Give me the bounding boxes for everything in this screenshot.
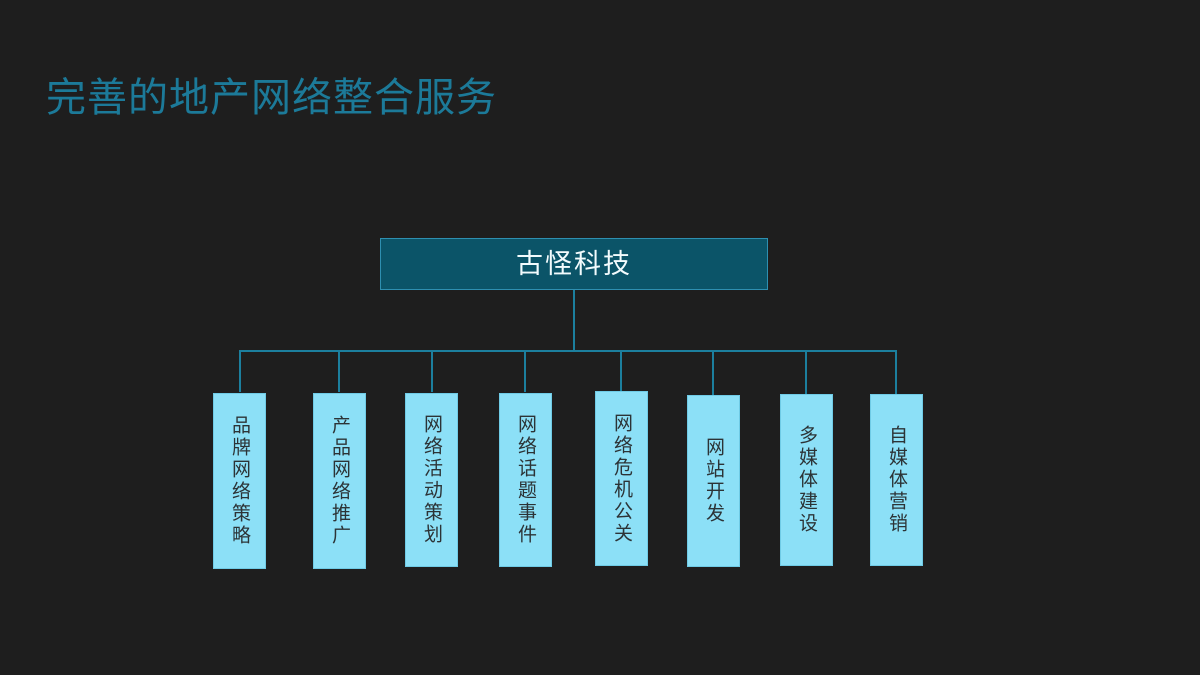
org-leaf-label: 网络危机公关 bbox=[611, 412, 633, 545]
org-leaf-node[interactable]: 自媒体营销 bbox=[870, 394, 923, 566]
org-leaf-label: 网络话题事件 bbox=[515, 414, 537, 546]
org-leaf-label: 产品网络推广 bbox=[329, 415, 351, 547]
org-leaf-node[interactable]: 网络危机公关 bbox=[595, 391, 648, 566]
connector-root-trunk bbox=[573, 290, 575, 351]
connector-drop-3 bbox=[431, 350, 433, 392]
connector-drop-1 bbox=[239, 350, 241, 392]
page-title: 完善的地产网络整合服务 bbox=[46, 76, 497, 120]
connector-drop-7 bbox=[805, 350, 807, 394]
org-leaf-label: 品牌网络策略 bbox=[229, 415, 251, 547]
org-leaf-label: 多媒体建设 bbox=[796, 425, 818, 535]
org-leaf-node[interactable]: 网站开发 bbox=[687, 395, 740, 567]
org-leaf-node[interactable]: 多媒体建设 bbox=[780, 394, 833, 566]
org-root-label: 古怪科技 bbox=[516, 248, 632, 279]
org-leaf-label: 网站开发 bbox=[703, 437, 725, 525]
org-leaf-node[interactable]: 网络活动策划 bbox=[405, 393, 458, 567]
org-root-node[interactable]: 古怪科技 bbox=[380, 238, 768, 290]
connector-drop-4 bbox=[524, 350, 526, 392]
connector-drop-2 bbox=[338, 350, 340, 392]
connector-drop-8 bbox=[895, 350, 897, 394]
connector-drop-5 bbox=[620, 350, 622, 391]
org-leaf-node[interactable]: 产品网络推广 bbox=[313, 393, 366, 569]
connector-horizontal-bus bbox=[239, 350, 897, 352]
org-leaf-label: 网络活动策划 bbox=[421, 414, 443, 546]
org-leaf-label: 自媒体营销 bbox=[886, 425, 908, 535]
org-leaf-node[interactable]: 网络话题事件 bbox=[499, 393, 552, 567]
connector-drop-6 bbox=[712, 350, 714, 395]
org-leaf-node[interactable]: 品牌网络策略 bbox=[213, 393, 266, 569]
